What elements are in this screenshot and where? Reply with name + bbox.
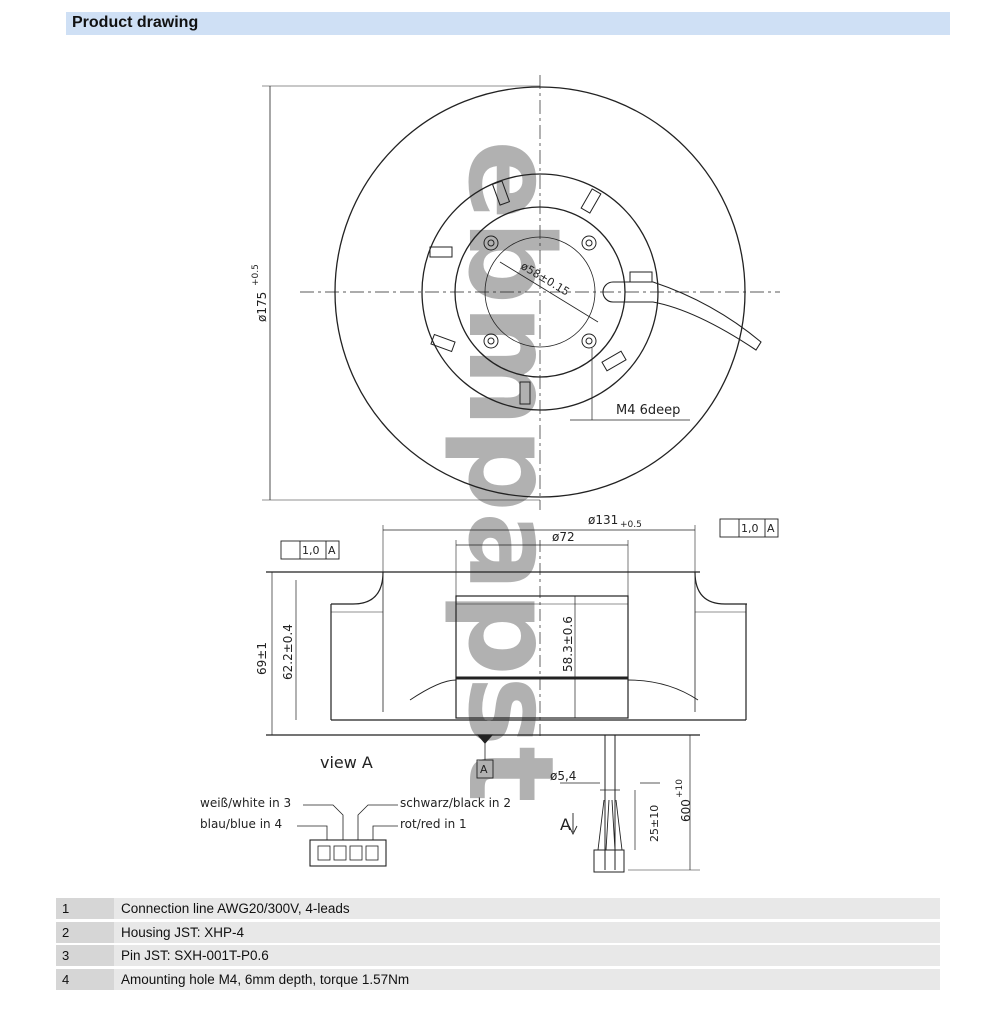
section-title: Product drawing [72,14,199,31]
watermark: ebmpapst [442,140,580,803]
side-view [266,518,779,873]
dim-outer-diameter: ø175 [255,292,269,322]
dim-cable-diameter: ø5,4 [550,769,576,783]
table-row: 3 Pin JST: SXH-001T-P0.6 [56,945,940,966]
dim-mount-hole: M4 6deep [616,403,680,418]
tolerance-left-value: 1,0 [302,544,320,557]
table-row: 4 Amounting hole M4, 6mm depth, torque 1… [56,968,940,990]
view-label: view A [320,753,373,772]
row-description: Housing JST: XHP-4 [116,921,940,943]
row-number: 3 [56,945,114,966]
row-description: Connection line AWG20/300V, 4-leads [116,898,940,919]
dim-outer-diameter-tol: +0.5 [251,264,261,286]
dim-height-3: 58.3±0.6 [561,616,575,672]
row-description: Pin JST: SXH-001T-P0.6 [116,945,940,966]
tolerance-left-datum: A [328,544,336,557]
section-header: Product drawing [66,12,950,35]
lead-blue: blau/blue in 4 [200,817,282,831]
dim-hub-diameter: ø72 [552,530,575,544]
top-view [262,75,780,510]
watermark-text: ebmpapst [442,140,580,803]
table-row: 1 Connection line AWG20/300V, 4-leads [56,898,940,919]
lead-red: rot/red in 1 [400,817,467,831]
tolerance-right-datum: A [767,522,775,535]
datum-label: A [480,763,488,776]
row-description: Amounting hole M4, 6mm depth, torque 1.5… [116,968,940,990]
product-drawing: ebmpapst [200,75,780,873]
dim-lead-length: 600 [679,799,693,822]
dim-lead-length-tol: +10 [675,779,685,798]
mount-holes [483,235,597,349]
row-number: 1 [56,898,114,919]
lead-white: weiß/white in 3 [200,796,291,810]
hub-clips [429,180,653,405]
cable-exit [602,281,762,351]
dim-height-2: 62.2±0.4 [281,624,295,680]
parts-table: 1 Connection line AWG20/300V, 4-leads 2 … [56,898,940,992]
dim-strip-length: 25±10 [648,805,661,842]
tolerance-right-value: 1,0 [741,522,759,535]
row-number: 2 [56,921,114,943]
table-row: 2 Housing JST: XHP-4 [56,921,940,943]
lead-black: schwarz/black in 2 [400,796,511,810]
dim-impeller-diameter-tol: +0.5 [620,520,642,530]
dim-total-height: 69±1 [255,642,269,675]
view-arrow-label: A [560,815,571,834]
row-number: 4 [56,968,114,990]
dim-impeller-diameter: ø131 [588,513,618,527]
